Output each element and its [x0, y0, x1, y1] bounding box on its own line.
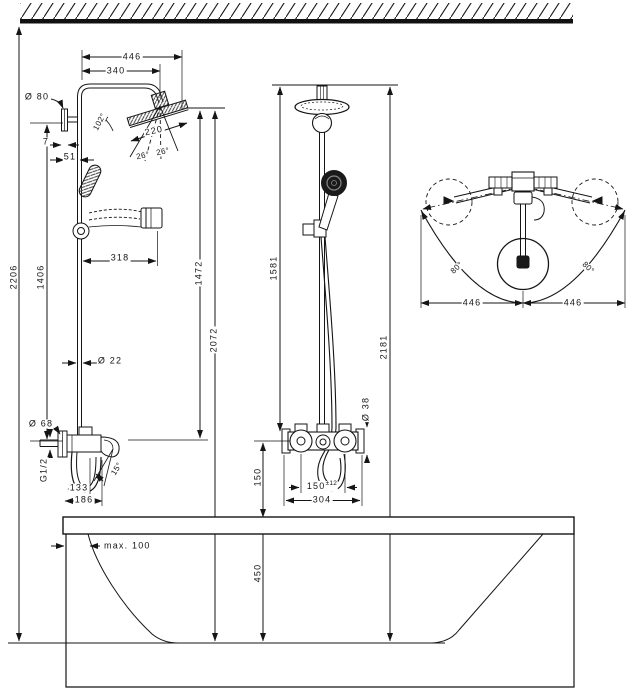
dim-tub-max-depth: max. 100	[103, 540, 152, 551]
dim-height-total-side: 2181	[378, 333, 389, 361]
dim-thread: G1/2	[38, 456, 49, 484]
dim-width-arm: 340	[105, 65, 127, 76]
dim-reach-left: 446	[461, 297, 483, 308]
dim-height-above-mixer: 1581	[268, 254, 279, 282]
dim-height-head-floor: 2072	[208, 326, 219, 354]
dim-height-total-front: 2206	[8, 263, 19, 291]
dim-dia-pipe: Ø 22	[96, 355, 124, 366]
top-view-drawing	[420, 171, 626, 308]
dim-height-bracket: 1406	[35, 263, 46, 291]
bathtub-drawing	[8, 516, 575, 688]
dim-width-total: 446	[121, 51, 143, 62]
dim-offset-51: 51	[62, 151, 78, 162]
ceiling	[20, 3, 573, 24]
dim-spout-reach-inner: 133	[68, 482, 90, 493]
dim-holder-reach: 318	[109, 252, 131, 263]
dim-dia-escutcheon: Ø 68	[27, 418, 55, 429]
connection-tolerance: ±12	[325, 480, 338, 487]
dim-rim-to-floor: 450	[252, 562, 263, 584]
dim-mixer-to-rim: 150	[252, 466, 263, 488]
dim-height-head-mixer: 1472	[193, 259, 204, 287]
dim-spout-reach-outer: 186	[73, 494, 95, 505]
dim-dia-flange: Ø 38	[360, 395, 371, 423]
side-view-dimensions	[254, 84, 398, 642]
side-view-drawing	[281, 85, 365, 492]
dim-offset-7: 7	[41, 136, 51, 147]
dim-mixer-width: 304	[311, 494, 333, 505]
dim-reach-right: 446	[562, 297, 584, 308]
dim-dia-bracket: Ø 80	[23, 91, 51, 102]
dim-connection-spacing: 150±12	[305, 480, 339, 491]
connection-value: 150	[306, 481, 326, 491]
